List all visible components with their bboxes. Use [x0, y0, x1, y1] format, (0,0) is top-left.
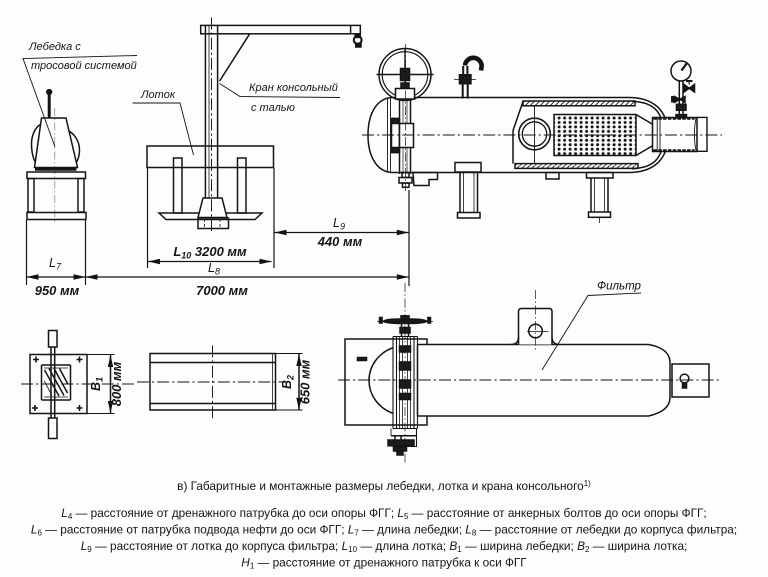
svg-text:950 мм: 950 мм: [35, 283, 80, 298]
svg-text:Лоток: Лоток: [140, 89, 176, 101]
svg-text:L4 — расстояние от дренажного: L4 — расстояние от дренажного патрубка д…: [61, 506, 706, 521]
svg-text:Кран консольный: Кран консольный: [249, 82, 338, 94]
svg-text:L10 3200 мм: L10 3200 мм: [173, 244, 247, 261]
svg-text:B1: B1: [89, 377, 105, 391]
svg-text:H1 — расстояние от дренажного: H1 — расстояние от дренажного патрубка к…: [241, 556, 527, 571]
svg-text:L9 — расстояние от лотка до ко: L9 — расстояние от лотка до корпуса филь…: [81, 539, 688, 554]
svg-text:7000 мм: 7000 мм: [196, 283, 248, 298]
svg-text:с талью: с талью: [251, 102, 295, 114]
svg-text:800 мм: 800 мм: [109, 361, 124, 406]
svg-text:L6 — расстояние от патрубка по: L6 — расстояние от патрубка подвода нефт…: [31, 523, 737, 538]
svg-text:L8: L8: [208, 261, 220, 277]
svg-text:в) Габаритные и монтажные разм: в) Габаритные и монтажные размеры лебедк…: [177, 479, 591, 493]
svg-text:тросовой системой: тросовой системой: [31, 60, 137, 72]
svg-text:Фильтр: Фильтр: [597, 281, 642, 293]
svg-text:L9: L9: [333, 216, 345, 232]
svg-text:B2: B2: [280, 375, 296, 389]
svg-text:Лебедка с: Лебедка с: [28, 41, 81, 53]
svg-text:650 мм: 650 мм: [298, 359, 313, 404]
svg-text:L7: L7: [49, 256, 62, 272]
svg-text:440 мм: 440 мм: [317, 234, 363, 249]
